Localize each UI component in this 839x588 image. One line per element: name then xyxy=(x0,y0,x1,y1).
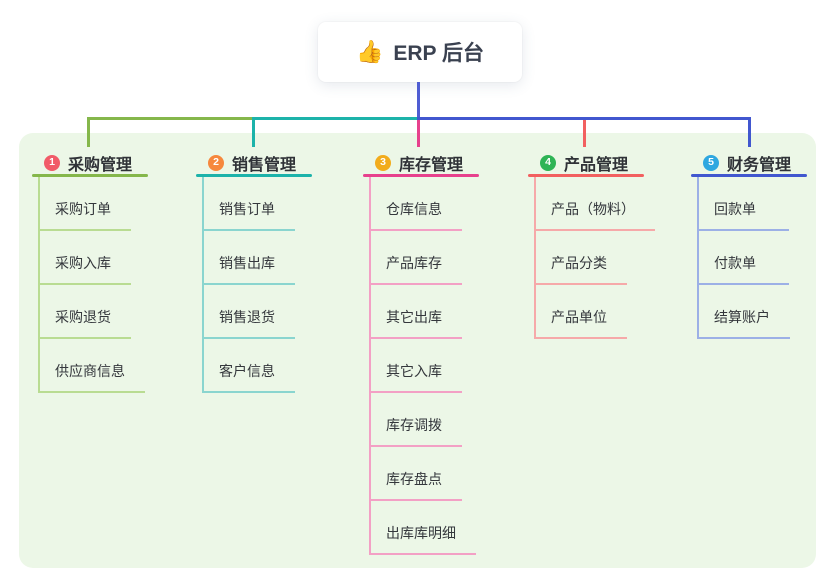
child-node[interactable]: 产品单位 xyxy=(534,285,627,339)
child-node[interactable]: 出库库明细 xyxy=(369,501,476,555)
child-node-label: 产品单位 xyxy=(551,309,607,325)
child-node-label: 销售订单 xyxy=(219,201,275,217)
branch-2: 2 销售管理销售订单销售出库销售退货客户信息 xyxy=(196,148,312,393)
branch-3-children: 仓库信息产品库存其它出库其它入库库存调拨库存盘点出库库明细 xyxy=(369,177,479,555)
branch-2-children: 销售订单销售出库销售退货客户信息 xyxy=(202,177,312,393)
harness-segment-right xyxy=(417,117,751,120)
branch-4-child-connector-line xyxy=(534,177,536,339)
root-node-label: ERP 后台 xyxy=(393,42,485,65)
branch-1: 1 采购管理采购订单采购入库采购退货供应商信息 xyxy=(32,148,148,393)
child-node-label: 销售退货 xyxy=(219,309,275,325)
thumbs-up-icon: 👍 xyxy=(355,39,384,64)
child-node[interactable]: 其它入库 xyxy=(369,339,462,393)
child-node-label: 出库库明细 xyxy=(386,525,456,541)
child-node[interactable]: 仓库信息 xyxy=(369,177,462,231)
child-node-label: 付款单 xyxy=(714,255,756,271)
child-node-label: 库存盘点 xyxy=(386,471,442,487)
child-node[interactable]: 采购入库 xyxy=(38,231,131,285)
branch-5-underline xyxy=(691,174,807,177)
branch-5-drop-line xyxy=(748,117,751,147)
child-node[interactable]: 采购订单 xyxy=(38,177,131,231)
branches-background-panel xyxy=(19,133,816,568)
branch-5: 5 财务管理回款单付款单结算账户 xyxy=(691,148,807,339)
child-node-label: 回款单 xyxy=(714,201,756,217)
child-node[interactable]: 结算账户 xyxy=(697,285,790,339)
child-node-label: 库存调拨 xyxy=(386,417,442,433)
branch-5-child-connector-line xyxy=(697,177,699,339)
branch-2-label: 销售管理 xyxy=(232,156,297,174)
child-node[interactable]: 库存调拨 xyxy=(369,393,462,447)
branch-3: 3 库存管理仓库信息产品库存其它出库其它入库库存调拨库存盘点出库库明细 xyxy=(363,148,479,555)
branch-5-header[interactable]: 5 财务管理 xyxy=(691,148,807,177)
branch-2-underline xyxy=(196,174,312,177)
branch-1-number-badge: 1 xyxy=(44,154,60,171)
child-node[interactable]: 销售退货 xyxy=(202,285,295,339)
child-node-label: 产品（物料） xyxy=(551,201,635,217)
harness-segment-middle xyxy=(252,117,417,120)
root-connector-line xyxy=(417,82,420,120)
branch-1-header[interactable]: 1 采购管理 xyxy=(32,148,148,177)
branch-3-number-badge: 3 xyxy=(375,154,391,171)
branch-5-children: 回款单付款单结算账户 xyxy=(697,177,807,339)
child-node[interactable]: 销售订单 xyxy=(202,177,295,231)
child-node-label: 供应商信息 xyxy=(55,363,125,379)
child-node-label: 采购订单 xyxy=(55,201,111,217)
branch-3-underline xyxy=(363,174,479,177)
branch-2-child-connector-line xyxy=(202,177,204,393)
child-node-label: 其它出库 xyxy=(386,309,442,325)
child-node[interactable]: 产品库存 xyxy=(369,231,462,285)
child-node[interactable]: 付款单 xyxy=(697,231,789,285)
child-node-label: 客户信息 xyxy=(219,363,275,379)
child-node[interactable]: 客户信息 xyxy=(202,339,295,393)
child-node-label: 采购入库 xyxy=(55,255,111,271)
branch-3-label: 库存管理 xyxy=(399,156,464,174)
branch-4-label: 产品管理 xyxy=(564,156,629,174)
child-node-label: 其它入库 xyxy=(386,363,442,379)
branch-1-drop-line xyxy=(87,117,90,147)
branch-3-drop-line xyxy=(417,120,420,147)
child-node[interactable]: 其它出库 xyxy=(369,285,462,339)
child-node[interactable]: 供应商信息 xyxy=(38,339,145,393)
branch-2-number-badge: 2 xyxy=(208,154,224,171)
branch-4-header[interactable]: 4 产品管理 xyxy=(528,148,644,177)
branch-4-drop-line xyxy=(583,120,586,147)
child-node-label: 产品库存 xyxy=(386,255,442,271)
child-node-label: 采购退货 xyxy=(55,309,111,325)
branch-1-children: 采购订单采购入库采购退货供应商信息 xyxy=(38,177,148,393)
child-node-label: 产品分类 xyxy=(551,255,607,271)
branch-1-label: 采购管理 xyxy=(68,156,133,174)
child-node[interactable]: 回款单 xyxy=(697,177,789,231)
child-node[interactable]: 库存盘点 xyxy=(369,447,462,501)
child-node-label: 销售出库 xyxy=(219,255,275,271)
child-node-label: 结算账户 xyxy=(714,309,770,325)
child-node[interactable]: 产品（物料） xyxy=(534,177,655,231)
branch-2-drop-line xyxy=(252,117,255,147)
child-node[interactable]: 销售出库 xyxy=(202,231,295,285)
root-node[interactable]: 👍 ERP 后台 xyxy=(318,22,522,82)
child-node[interactable]: 产品分类 xyxy=(534,231,627,285)
branch-4-number-badge: 4 xyxy=(540,154,556,171)
branch-2-header[interactable]: 2 销售管理 xyxy=(196,148,312,177)
branch-3-header[interactable]: 3 库存管理 xyxy=(363,148,479,177)
child-node[interactable]: 采购退货 xyxy=(38,285,131,339)
harness-segment-left xyxy=(87,117,252,120)
branch-5-label: 财务管理 xyxy=(727,156,792,174)
branch-4-children: 产品（物料） 产品分类产品单位 xyxy=(534,177,655,339)
branch-1-child-connector-line xyxy=(38,177,40,393)
branch-5-number-badge: 5 xyxy=(703,154,719,171)
branch-1-underline xyxy=(32,174,148,177)
branch-4: 4 产品管理产品（物料） 产品分类产品单位 xyxy=(528,148,655,339)
child-node-label: 仓库信息 xyxy=(386,201,442,217)
branch-3-child-connector-line xyxy=(369,177,371,555)
branch-4-underline xyxy=(528,174,644,177)
